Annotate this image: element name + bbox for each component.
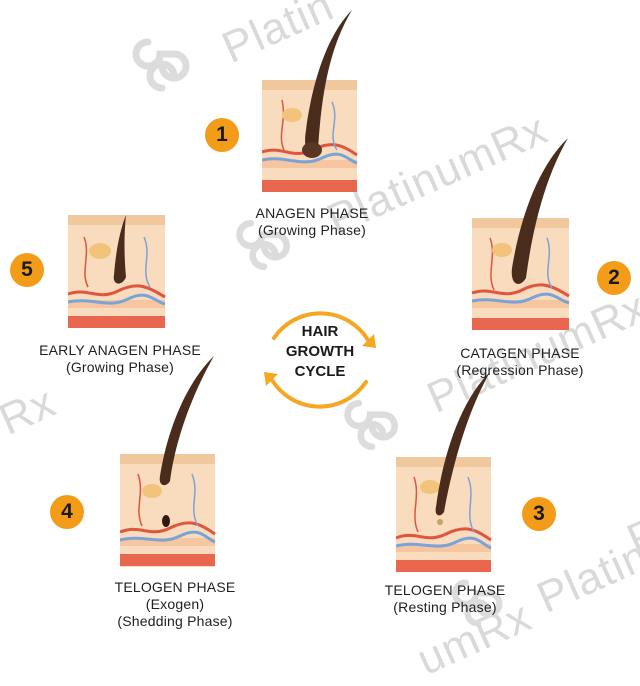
phase-number-badge: 1 bbox=[205, 118, 239, 152]
arrowhead-icon bbox=[264, 372, 278, 386]
telogen-resting-illustration bbox=[396, 372, 492, 572]
phase-number-badge: 5 bbox=[10, 253, 44, 287]
telogen-shedding-illustration bbox=[120, 356, 216, 567]
phase-label: EARLY ANAGEN PHASE (Growing Phase) bbox=[39, 342, 201, 375]
cycle-arrow-bottom bbox=[270, 378, 368, 409]
catagen-illustration bbox=[472, 138, 570, 330]
watermark-logo-icon bbox=[344, 400, 398, 450]
phase-number-badge: 4 bbox=[50, 495, 84, 529]
phase-label: CATAGEN PHASE (Regression Phase) bbox=[456, 345, 584, 378]
cycle-arrow-top bbox=[272, 311, 370, 342]
watermark-logo-icon bbox=[132, 38, 190, 92]
phase-label: TELOGEN PHASE (Resting Phase) bbox=[384, 582, 506, 615]
early-anagen-illustration bbox=[68, 215, 166, 328]
anagen-illustration bbox=[262, 10, 358, 192]
watermark-logo-icon bbox=[452, 579, 503, 627]
phase-number-badge: 3 bbox=[522, 497, 556, 531]
phase-label: ANAGEN PHASE (Growing Phase) bbox=[255, 205, 369, 238]
arrowhead-icon bbox=[362, 334, 376, 348]
phase-number-badge: 2 bbox=[597, 261, 631, 295]
phase-label: TELOGEN PHASE (Exogen) (Shedding Phase) bbox=[114, 579, 236, 629]
cycle-arrows bbox=[264, 311, 376, 409]
cycle-title: HAIR GROWTH CYCLE bbox=[285, 323, 355, 380]
watermark-logo-icon bbox=[236, 220, 290, 270]
watermark-text: Rx bbox=[0, 377, 63, 445]
